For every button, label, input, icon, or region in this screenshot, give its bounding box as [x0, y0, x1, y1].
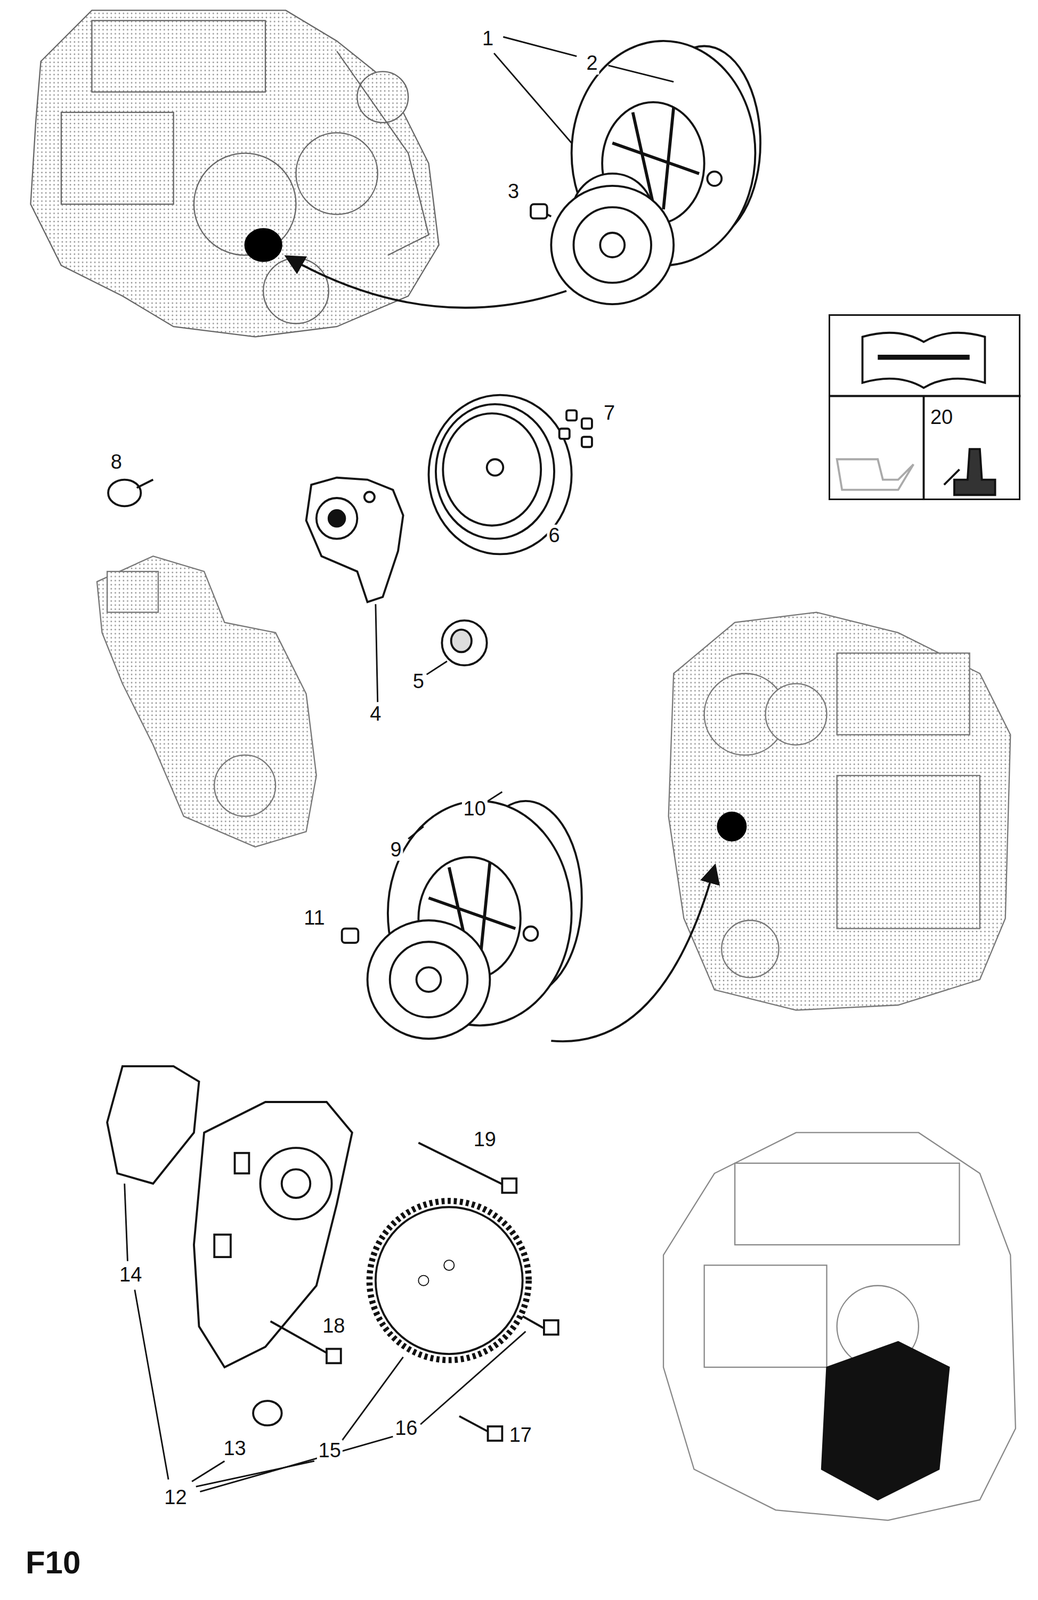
location-arrow — [287, 257, 567, 308]
page-code: F10 — [23, 1545, 83, 1581]
engine-illustration — [663, 1132, 1016, 1521]
callout-number: 4 — [368, 703, 383, 726]
callout-number: 3 — [506, 180, 521, 204]
icon-box: 20 — [828, 314, 1021, 501]
icon-box — [828, 333, 1021, 501]
callout-number: 6 — [547, 524, 562, 548]
water-pump — [306, 477, 404, 603]
water-pump — [342, 801, 582, 1040]
callout-number: 20 — [930, 407, 953, 430]
seal — [441, 620, 487, 666]
callout-number: 16 — [393, 1417, 419, 1441]
water-pump — [530, 41, 761, 305]
callout-number: 18 — [320, 1315, 347, 1338]
callout-number: 14 — [117, 1264, 144, 1287]
engine-illustration — [668, 612, 1011, 1011]
location-arrow — [550, 867, 715, 1042]
callout-number: 7 — [602, 402, 617, 425]
bolts — [253, 1143, 559, 1442]
engine-illustration — [30, 10, 439, 337]
pulley — [428, 395, 572, 555]
callout-number: 1 — [480, 27, 496, 51]
callout-number: 13 — [221, 1438, 248, 1461]
bolt — [108, 480, 153, 507]
leader-line — [124, 36, 675, 1492]
callout-number: 15 — [317, 1440, 343, 1463]
water-pump — [107, 1066, 353, 1368]
gear — [369, 1201, 529, 1361]
callout-number: 19 — [472, 1129, 498, 1152]
callout-number: 17 — [507, 1424, 534, 1448]
callout-number: 12 — [162, 1487, 189, 1510]
callout-number: 2 — [584, 52, 599, 75]
callout-number: 9 — [388, 839, 404, 862]
bolts — [559, 410, 593, 448]
callout-number: 10 — [461, 798, 488, 821]
callout-number: 5 — [411, 670, 426, 694]
callout-number: 8 — [109, 451, 124, 474]
cover-illustration — [96, 556, 317, 848]
callout-number: 11 — [302, 907, 327, 930]
